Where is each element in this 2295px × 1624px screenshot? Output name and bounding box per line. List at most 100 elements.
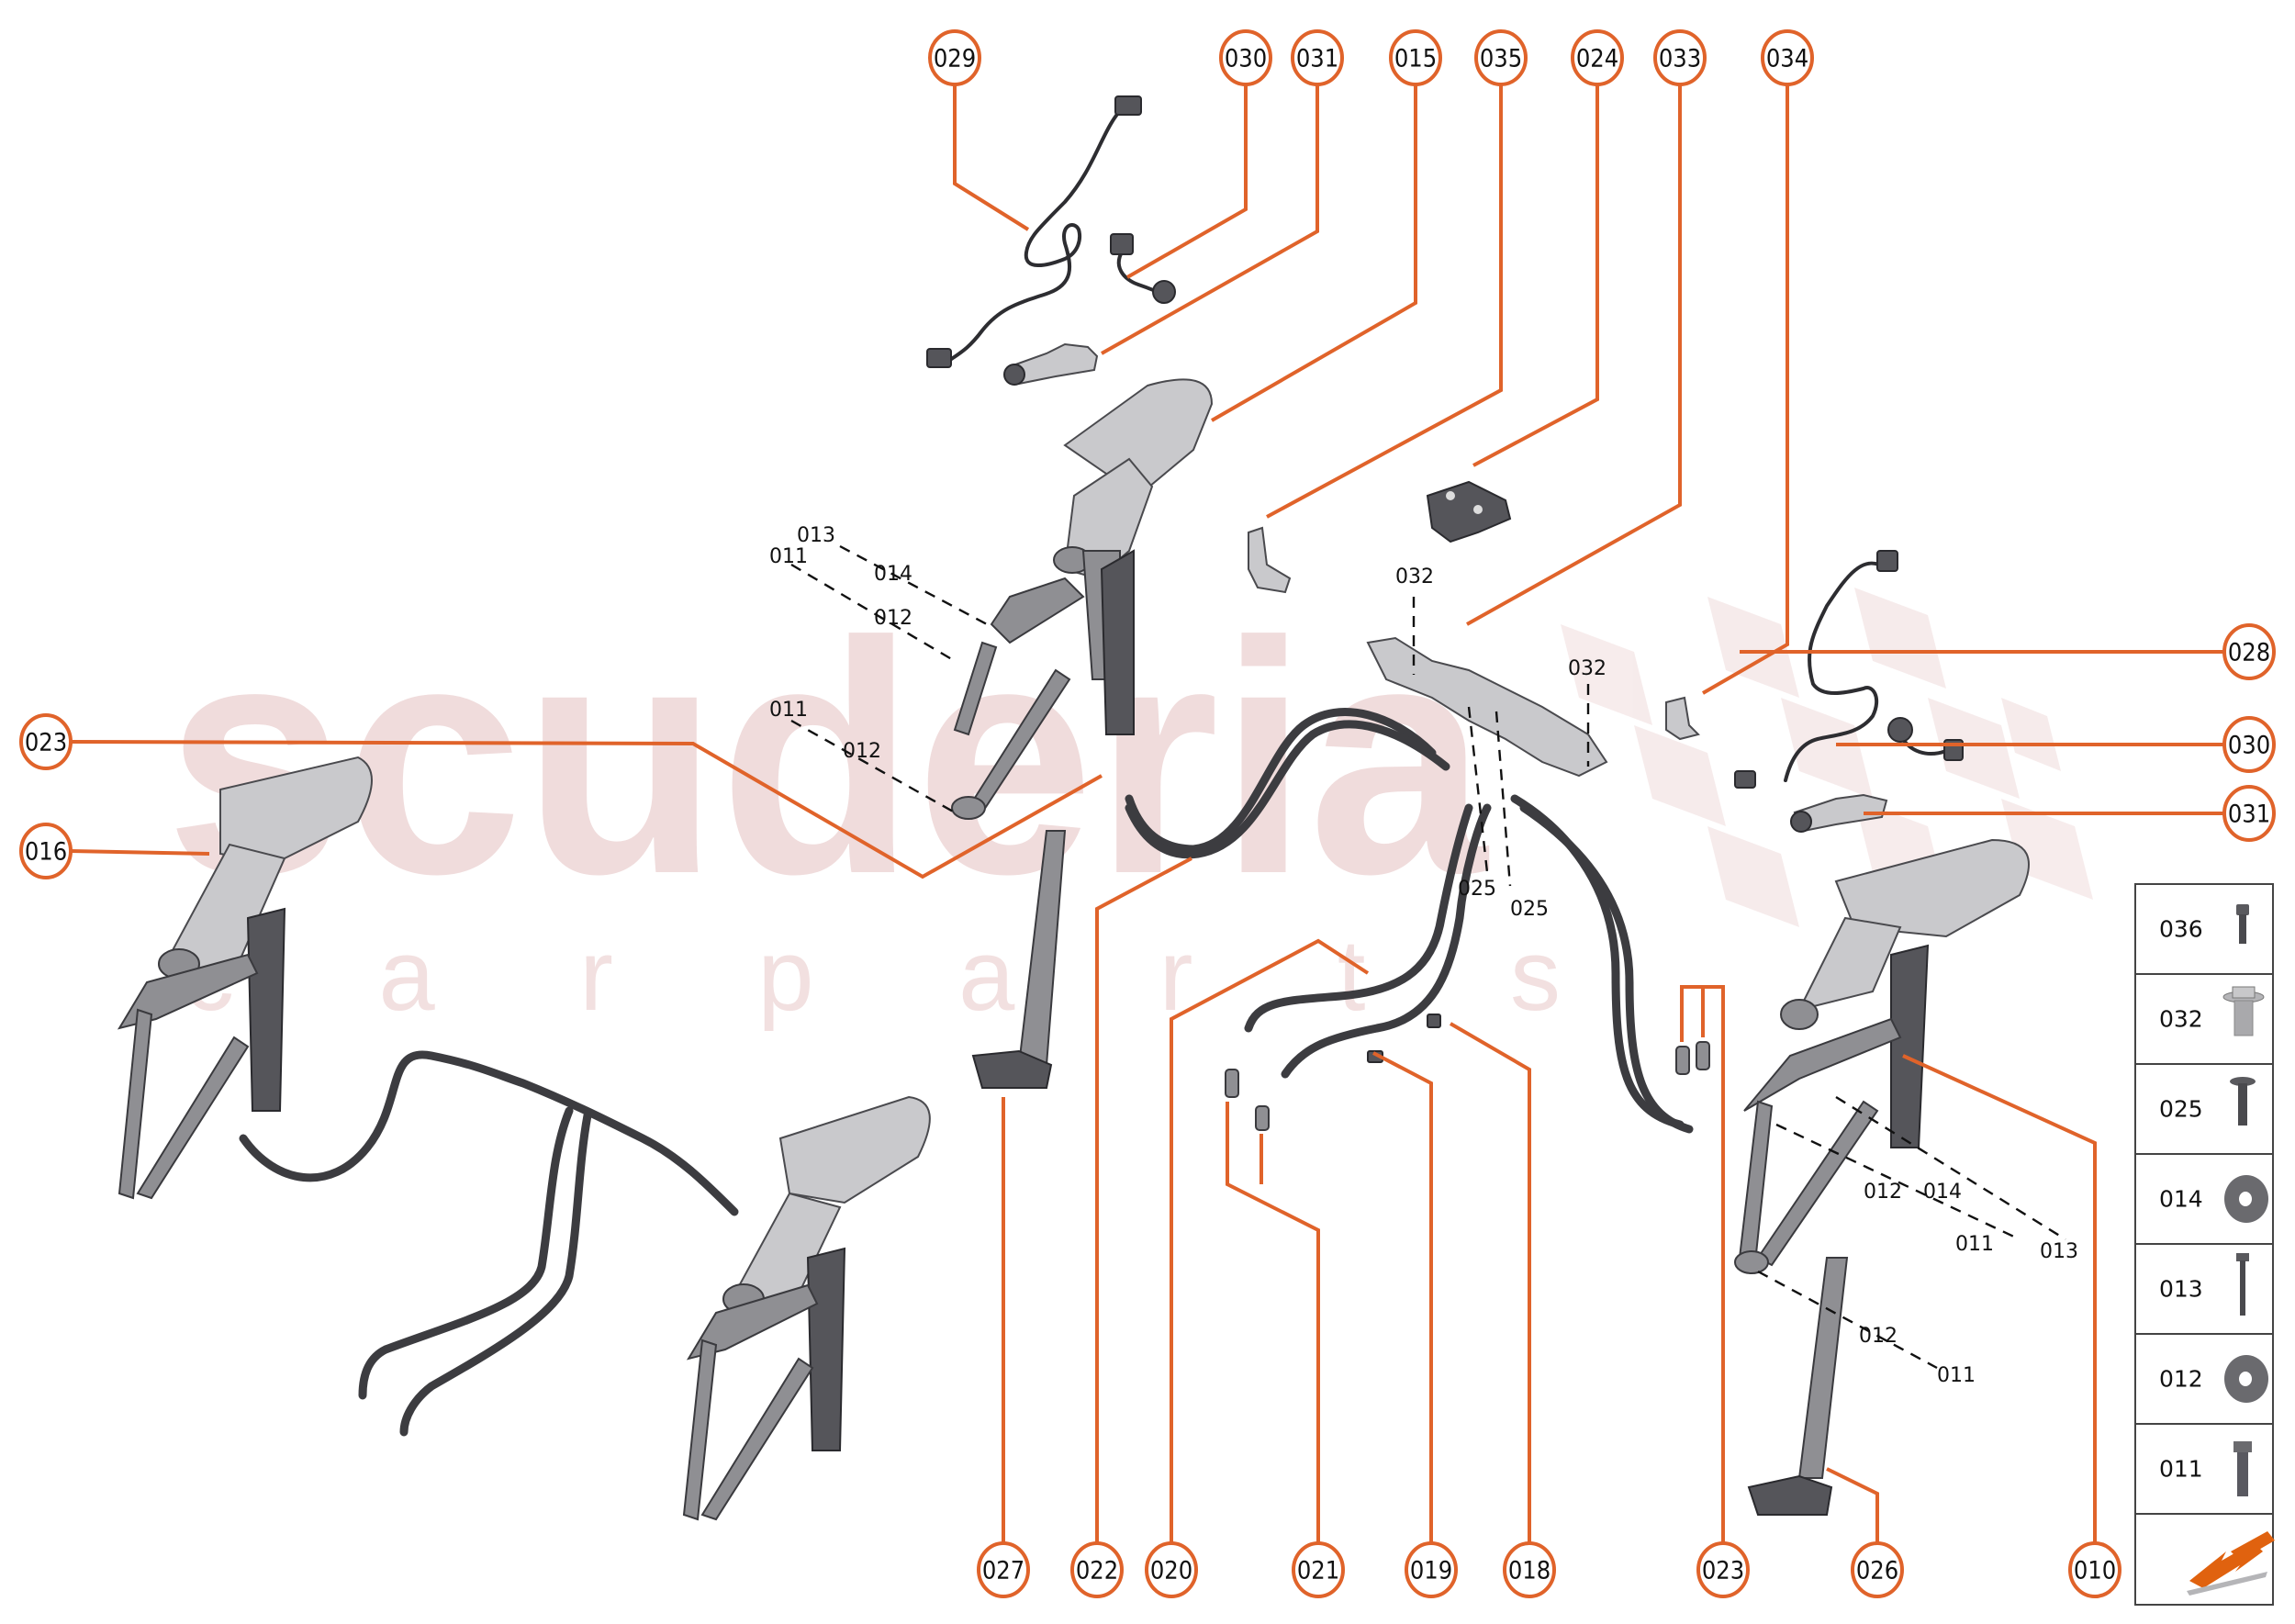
callout-018[interactable]: 018 xyxy=(1503,1541,1556,1598)
part-027-strut[interactable] xyxy=(971,830,1067,1089)
callouts-top: 029 030 031 015 035 024 033 034 xyxy=(928,29,1814,86)
callout-015[interactable]: 015 xyxy=(1389,29,1442,86)
fastener-label: 013 xyxy=(2040,1240,2078,1263)
fastener-legend: 036 032 025 014 xyxy=(2134,883,2275,1606)
callout-010[interactable]: 010 xyxy=(2068,1541,2121,1598)
svg-text:010: 010 xyxy=(2074,1557,2116,1585)
fastener-label: 012 xyxy=(874,607,912,630)
part-028-wiring-harness-right[interactable] xyxy=(1734,550,1898,789)
flange-bolt-icon xyxy=(2222,986,2265,1036)
callout-021[interactable]: 021 xyxy=(1292,1541,1345,1598)
callout-031[interactable]: 031 xyxy=(1291,29,1344,86)
legend-item-032[interactable]: 032 xyxy=(2159,986,2265,1036)
part-031-bracket-arm[interactable] xyxy=(1003,342,1099,386)
part-023-hose-right[interactable] xyxy=(1510,794,1694,1134)
svg-text:014: 014 xyxy=(2159,1186,2203,1213)
socket-cap-screw-icon xyxy=(2236,904,2249,944)
svg-text:023: 023 xyxy=(1702,1557,1744,1585)
part-035-small-bracket[interactable] xyxy=(1248,526,1292,594)
svg-text:024: 024 xyxy=(1576,45,1618,73)
svg-text:018: 018 xyxy=(1508,1557,1551,1585)
part-assembled-frame-right[interactable] xyxy=(682,1095,931,1521)
fastener-label: 012 xyxy=(1859,1325,1898,1348)
fastener-dashed-leaders xyxy=(790,544,2066,1370)
svg-text:028: 028 xyxy=(2228,639,2270,667)
svg-text:012: 012 xyxy=(2159,1366,2203,1393)
callout-030-right[interactable]: 030 xyxy=(2222,716,2276,773)
washer-icon xyxy=(2224,1175,2268,1223)
callout-020[interactable]: 020 xyxy=(1145,1541,1198,1598)
fastener-label: 011 xyxy=(769,699,808,722)
part-016-assembled-frame-left[interactable] xyxy=(117,756,373,1200)
checkered-flag-watermark xyxy=(1561,588,2093,927)
callout-030[interactable]: 030 xyxy=(1219,29,1272,86)
part-029-wiring-harness[interactable] xyxy=(926,95,1142,368)
part-021-fittings[interactable] xyxy=(1225,1069,1270,1131)
svg-text:023: 023 xyxy=(25,729,67,757)
part-010-lower-right-frame[interactable] xyxy=(1734,838,2030,1274)
legend-item-013[interactable]: 013 xyxy=(2159,1253,2249,1316)
fastener-label: 032 xyxy=(1568,657,1606,680)
callouts-bottom: 027 022 020 021 019 018 023 026 010 xyxy=(977,1541,2121,1598)
callout-026[interactable]: 026 xyxy=(1851,1541,1904,1598)
legend-item-014[interactable]: 014 xyxy=(2159,1175,2268,1223)
svg-text:031: 031 xyxy=(2228,801,2270,829)
fastener-label: 032 xyxy=(1395,566,1434,588)
part-030-sensor-cable[interactable] xyxy=(1110,233,1176,304)
part-assembled-hoses-left[interactable] xyxy=(239,1050,739,1437)
svg-text:035: 035 xyxy=(1480,45,1522,73)
svg-text:036: 036 xyxy=(2159,916,2203,943)
fastener-label: 014 xyxy=(874,563,912,586)
button-head-bolt-icon xyxy=(2230,1077,2256,1126)
fastener-labels: 013 011 014 012 011 012 032 032 025 025 … xyxy=(769,524,2078,1387)
callouts-right: 028 030 031 xyxy=(2222,623,2276,842)
connector-icon xyxy=(1114,95,1142,116)
legend-item-011[interactable]: 011 xyxy=(2159,1441,2252,1496)
fastener-label: 025 xyxy=(1510,898,1549,921)
callout-028[interactable]: 028 xyxy=(2222,623,2276,680)
fastener-label: 013 xyxy=(797,524,835,547)
legend-item-012[interactable]: 012 xyxy=(2159,1355,2268,1403)
fastener-label: 011 xyxy=(769,545,808,568)
callout-016[interactable]: 016 xyxy=(19,823,73,879)
part-033-mounting-bracket[interactable] xyxy=(1366,636,1608,778)
svg-text:034: 034 xyxy=(1766,45,1808,73)
legend-item-025[interactable]: 025 xyxy=(2159,1077,2256,1126)
long-hex-bolt-icon xyxy=(2236,1253,2249,1316)
orange-direction-arrow-icon[interactable] xyxy=(2187,1531,2275,1596)
callout-023-left[interactable]: 023 xyxy=(19,713,73,770)
part-024-hydraulic-block[interactable] xyxy=(1426,480,1512,543)
callout-019[interactable]: 019 xyxy=(1405,1541,1458,1598)
callout-031-right[interactable]: 031 xyxy=(2222,785,2276,842)
part-031-bracket-right[interactable] xyxy=(1790,793,1888,833)
callout-022[interactable]: 022 xyxy=(1070,1541,1124,1598)
svg-text:011: 011 xyxy=(2159,1456,2203,1483)
callout-024[interactable]: 024 xyxy=(1571,29,1624,86)
callout-034[interactable]: 034 xyxy=(1761,29,1814,86)
part-020-hose-lower[interactable] xyxy=(1244,803,1492,1079)
part-034-small-tab[interactable] xyxy=(1665,696,1700,741)
part-018-clip[interactable] xyxy=(1427,1014,1441,1028)
svg-text:019: 019 xyxy=(1410,1557,1452,1585)
svg-text:021: 021 xyxy=(1297,1557,1339,1585)
callout-035[interactable]: 035 xyxy=(1474,29,1528,86)
svg-text:025: 025 xyxy=(2159,1096,2203,1123)
svg-text:030: 030 xyxy=(1225,45,1267,73)
fastener-label: 014 xyxy=(1923,1181,1962,1204)
callout-023-bottom[interactable]: 023 xyxy=(1696,1541,1750,1598)
fastener-label: 011 xyxy=(1937,1364,1976,1387)
part-015-upper-frame-assembly[interactable] xyxy=(951,378,1214,820)
legend-item-036[interactable]: 036 xyxy=(2159,904,2249,944)
callout-029[interactable]: 029 xyxy=(928,29,981,86)
fastener-label: 012 xyxy=(1864,1181,1902,1204)
callout-033[interactable]: 033 xyxy=(1653,29,1707,86)
callout-027[interactable]: 027 xyxy=(977,1541,1030,1598)
fastener-label: 025 xyxy=(1458,878,1496,901)
svg-text:016: 016 xyxy=(25,838,67,867)
part-022-hose-pair[interactable] xyxy=(1125,708,1450,859)
svg-text:026: 026 xyxy=(1856,1557,1898,1585)
watermark-scuderia: scuderia xyxy=(165,574,1489,943)
part-fittings-pair-right[interactable] xyxy=(1675,1041,1710,1075)
part-026-strut-right[interactable] xyxy=(1747,1257,1849,1516)
